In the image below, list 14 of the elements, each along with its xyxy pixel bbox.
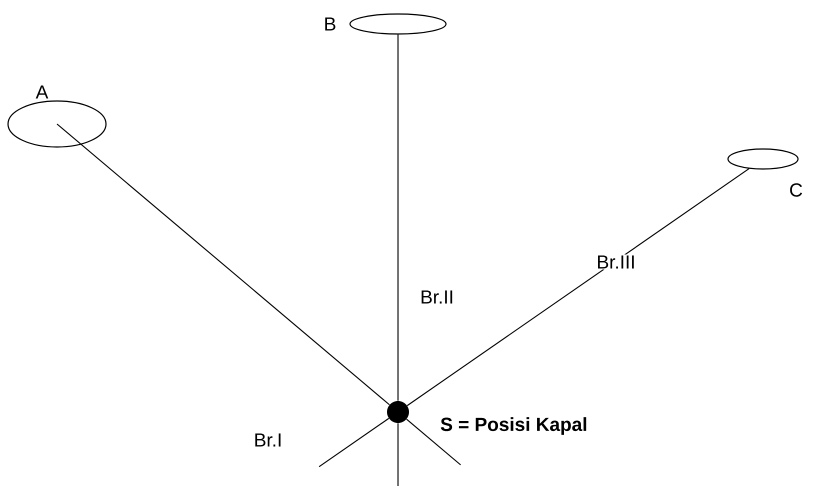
ellipse-label: B bbox=[325, 17, 336, 31]
position-label: S = Posisi Kapal bbox=[440, 417, 586, 435]
edge-label: Br.II bbox=[419, 289, 455, 305]
ellipse-label: C bbox=[790, 183, 802, 197]
edge-label: Br.I bbox=[252, 432, 284, 448]
bearing-line bbox=[406, 168, 750, 406]
bearing-line bbox=[397, 34, 399, 401]
ellipse bbox=[727, 148, 799, 170]
ellipse bbox=[7, 100, 107, 148]
edge-label: Br.III bbox=[595, 254, 637, 270]
position-dot bbox=[387, 401, 409, 423]
bearing-line bbox=[56, 124, 390, 406]
ellipse bbox=[349, 13, 447, 35]
ellipse-label: A bbox=[36, 85, 48, 99]
